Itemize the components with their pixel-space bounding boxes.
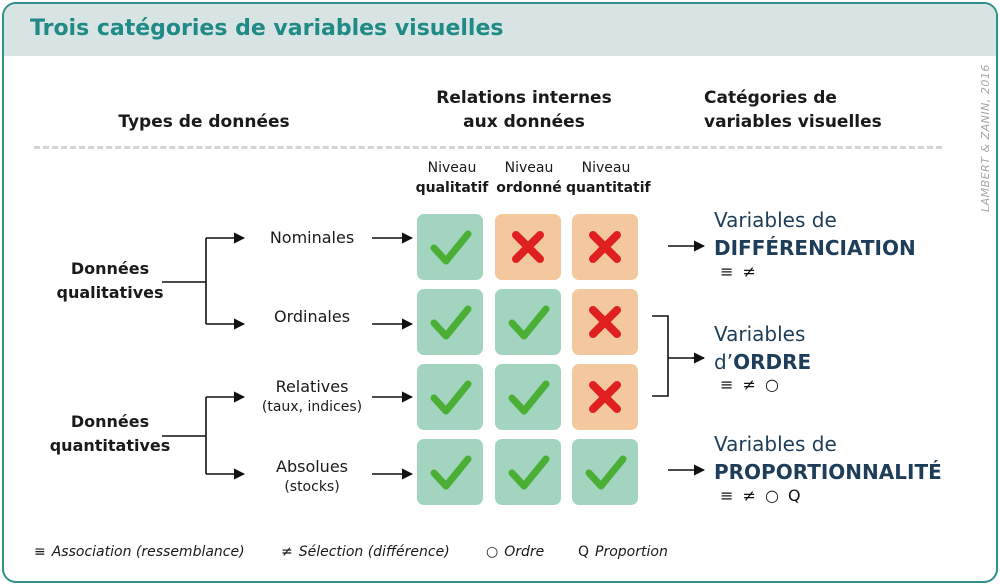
legend-proportion: Q Proportion [578,544,668,560]
level-ordonne: Niveau ordonné [489,158,569,198]
check-icon [430,380,472,415]
level-quantitatif-bottom: quantitatif [566,180,651,196]
cell-1-quantitatif [572,214,638,280]
check-icon [508,380,550,415]
legend-ordre-text: Ordre [504,544,545,560]
header-relations-line1: Relations internes [436,88,612,108]
check-icon [508,455,550,490]
check-icon [430,305,472,340]
category-ordre-line2: ORDRE [733,350,812,374]
header-data-types-text: Types de données [118,112,290,132]
category-proportionnalite-line1: Variables de [714,432,837,456]
header-categories: Catégories de variables visuelles [704,86,904,134]
legend-selection: ≠ Sélection (différence) [281,544,450,560]
legend-association: ≡ Association (ressemblance) [34,544,245,560]
row-label-relatives-text: Relatives [275,377,349,396]
category-differenciation-line2: DIFFÉRENCIATION [714,236,916,260]
bracket-qualitatives [162,238,207,324]
legend-selection-text: Sélection (différence) [298,544,450,560]
separator-dashed [34,146,942,149]
category-differenciation-symbols: ≡ ≠ [720,262,758,281]
cross-icon [589,381,621,413]
row-label-relatives-sub: (taux, indices) [261,399,363,415]
group-qualitatives-line2: qualitatives [56,283,164,302]
cell-4-quantitatif [572,439,638,505]
title-bar: Trois catégories de variables visuelles [4,4,996,56]
header-categories-line2: variables visuelles [704,112,882,132]
cell-2-qualitatif [417,289,483,355]
group-quantitatives-line1: Données [70,412,150,431]
level-ordonne-bottom: ordonné [496,180,562,196]
legend-ordre: ○ Ordre [486,544,544,560]
check-icon [430,230,472,265]
row-label-nominales: Nominales [247,228,377,248]
row-label-nominales-text: Nominales [269,228,355,247]
cell-3-quantitatif [572,364,638,430]
check-icon [585,455,627,490]
cell-4-ordonne [495,439,561,505]
row-label-absolues: Absolues (stocks) [247,457,377,497]
row-label-ordinales-text: Ordinales [273,307,351,326]
group-quantitatives: Données quantitatives [40,410,180,458]
check-icon [508,305,550,340]
category-proportionnalite: Variables de PROPORTIONNALITÉ [714,430,942,486]
category-proportionnalite-symbols: ≡ ≠ ○ Q [720,486,803,505]
cell-2-quantitatif [572,289,638,355]
category-ordre-line1: Variables [714,322,806,346]
cross-icon [512,231,544,263]
level-qualitatif-top: Niveau [427,160,477,176]
header-data-types: Types de données [104,110,304,134]
level-ordonne-top: Niveau [504,160,554,176]
figure-title: Trois catégories de variables visuelles [30,16,504,41]
header-relations-line2: aux données [463,112,585,132]
cell-1-ordonne [495,214,561,280]
header-relations: Relations internes aux données [414,86,634,134]
row-label-absolues-text: Absolues [276,457,348,476]
check-icon [430,455,472,490]
category-differenciation-line1: Variables de [714,208,837,232]
row-label-ordinales: Ordinales [247,307,377,327]
category-differenciation: Variables de DIFFÉRENCIATION [714,206,916,262]
cell-3-qualitatif [417,364,483,430]
cell-4-qualitatif [417,439,483,505]
cell-2-ordonne [495,289,561,355]
group-quantitatives-line2: quantitatives [49,436,171,455]
level-qualitatif-bottom: qualitatif [415,180,489,196]
connector-lines [162,232,706,480]
row-label-relatives: Relatives (taux, indices) [247,377,377,417]
cell-1-qualitatif [417,214,483,280]
bracket-ordre [652,315,704,397]
cell-3-ordonne [495,364,561,430]
level-qualitatif: Niveau qualitatif [412,158,492,198]
category-ordre: Variables d’ORDRE [714,320,811,376]
association-icon: ≡ [34,544,46,560]
row-label-absolues-sub: (stocks) [284,479,340,495]
level-quantitatif: Niveau quantitatif [566,158,651,198]
selection-icon: ≠ [281,544,293,560]
category-ordre-prefix: d’ [714,350,734,374]
group-qualitatives-line1: Données [70,259,150,278]
header-categories-line1: Catégories de [704,88,837,108]
category-proportionnalite-line2: PROPORTIONNALITÉ [714,460,942,484]
bracket-quantitatives [162,397,207,474]
category-ordre-symbols: ≡ ≠ ○ [720,375,781,394]
order-icon: ○ [486,544,499,560]
level-quantitatif-top: Niveau [581,160,631,176]
legend-proportion-text: Proportion [595,544,668,560]
cross-icon [589,306,621,338]
legend-association-text: Association (ressemblance) [51,544,245,560]
proportion-icon: Q [578,544,590,560]
cross-icon [589,231,621,263]
category-ordre-line2-wrap: d’ORDRE [714,348,811,376]
group-qualitatives: Données qualitatives [40,257,180,305]
